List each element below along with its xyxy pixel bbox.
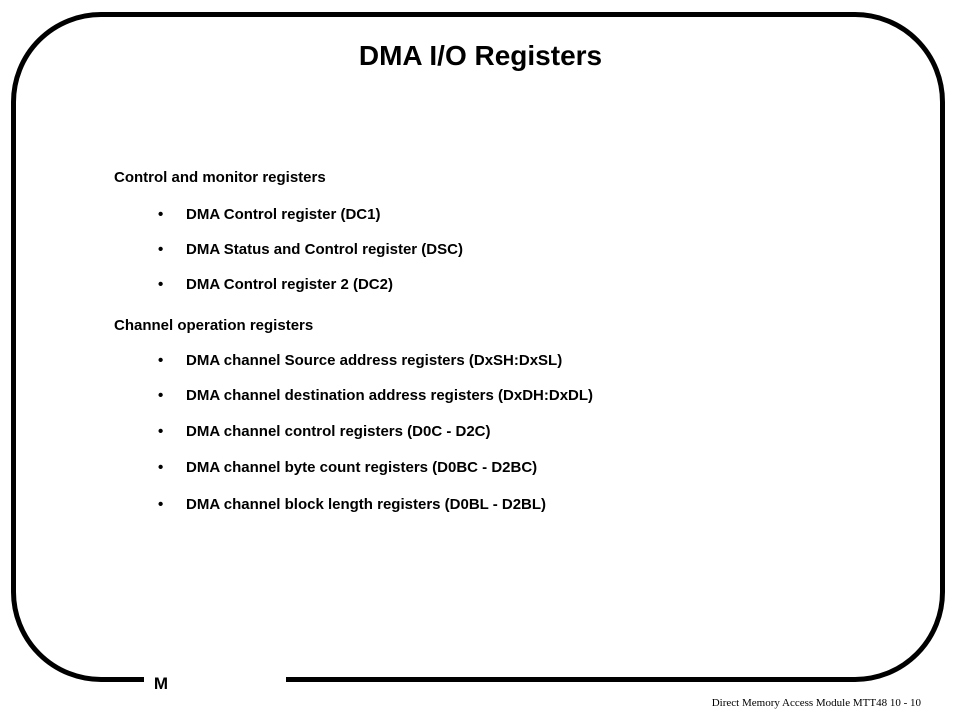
list-item-label: DMA channel destination address register… — [186, 387, 594, 404]
bullet-icon: • — [158, 241, 164, 258]
frame-gap — [144, 676, 286, 690]
section-heading-channel: Channel operation registers — [114, 317, 314, 334]
list-item-label: DMA channel control registers (D0C - D2C… — [186, 423, 491, 440]
bullet-icon: • — [158, 352, 164, 369]
list-item: • DMA channel block length registers (D0B… — [158, 496, 546, 514]
bullet-icon: • — [158, 423, 164, 440]
bullet-icon: • — [158, 276, 164, 293]
bullet-icon: • — [158, 387, 164, 404]
logo-letter: M — [153, 674, 169, 693]
list-item-label: DMA channel block length registers (D0BL… — [186, 496, 547, 513]
list-item-label: DMA Control register (DC1) — [186, 206, 381, 223]
list-item: • DMA Status and Control register (DSC) — [158, 241, 463, 259]
list-item-label: DMA Control register 2 (DC2) — [186, 276, 393, 293]
list-item-label: DMA channel byte count registers (D0BC -… — [186, 459, 538, 476]
list-item: • DMA channel destination address registe… — [158, 387, 593, 405]
list-item: • DMA channel Source address registers (D… — [158, 352, 562, 370]
list-item: • DMA Control register (DC1) — [158, 206, 380, 224]
bullet-icon: • — [158, 206, 164, 223]
list-item-label: DMA Status and Control register (DSC) — [186, 241, 463, 258]
slide-footer: Direct Memory Access Module MTT48 10 - 1… — [711, 697, 921, 709]
section-heading-control: Control and monitor registers — [114, 169, 326, 186]
bullet-icon: • — [158, 459, 164, 476]
slide-frame — [11, 12, 945, 682]
slide-title: DMA I/O Registers — [358, 40, 603, 71]
list-item: • DMA channel control registers (D0C - D2… — [158, 423, 491, 441]
list-item: • DMA Control register 2 (DC2) — [158, 276, 393, 294]
list-item: • DMA channel byte count registers (D0BC … — [158, 459, 537, 477]
bullet-icon: • — [158, 496, 164, 513]
list-item-label: DMA channel Source address registers (Dx… — [186, 352, 563, 369]
